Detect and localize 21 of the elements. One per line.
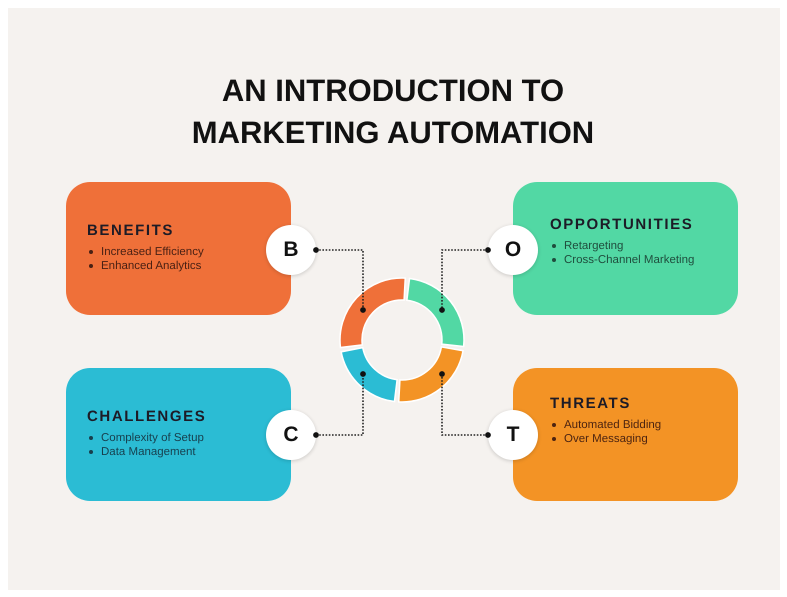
dotted-connector [313,247,366,313]
title: AN INTRODUCTION TO MARKETING AUTOMATION [190,72,596,152]
bullet-item: Enhanced Analytics [101,259,202,273]
bullet-item: Automated Bidding [564,418,662,432]
dotted-connector [439,247,491,313]
ring-segment [406,278,465,348]
dotted-connector [313,371,366,438]
bullet-item: Retargeting [564,239,624,253]
bullet-item: Data Management [101,445,196,459]
bullet-item: Complexity of Setup [101,431,204,445]
card-heading: CHALLENGES [87,408,208,425]
dotted-connector [439,371,491,438]
bullet-item: Increased Efficiency [101,245,204,259]
ring-segment [339,277,406,348]
ring-segment [340,346,398,402]
bullet-item: Cross-Channel Marketing [564,253,694,267]
ring-segment [398,346,464,403]
bullet-item: Over Messaging [564,432,648,446]
card-heading: THREATS [550,395,632,412]
card-heading: OPPORTUNITIES [550,216,694,233]
card-heading: BENEFITS [87,222,175,239]
